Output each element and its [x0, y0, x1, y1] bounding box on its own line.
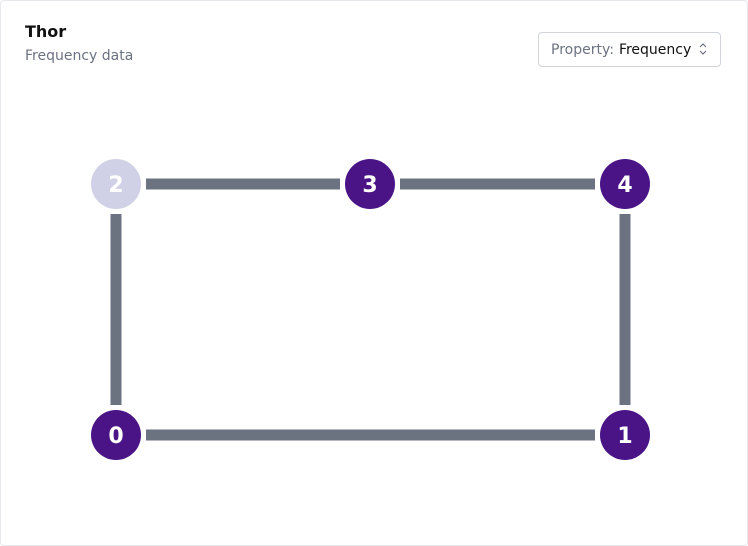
card-subtitle: Frequency data	[25, 48, 134, 64]
node-label: 4	[617, 173, 632, 198]
card-title: Thor	[25, 22, 67, 41]
node-circle	[345, 159, 395, 209]
chevron-up-down-icon	[699, 42, 707, 60]
node-label: 2	[108, 173, 123, 198]
graph-node-1[interactable]: 1	[600, 410, 650, 460]
property-select-value: Frequency	[618, 41, 692, 58]
node-circle	[600, 159, 650, 209]
node-label: 1	[617, 424, 632, 449]
property-select[interactable]: Property: Frequency	[538, 32, 721, 67]
node-label: 3	[362, 173, 377, 198]
graph-node-3[interactable]: 3	[345, 159, 395, 209]
node-circle	[91, 159, 141, 209]
node-label: 0	[108, 424, 123, 449]
graph-node-4[interactable]: 4	[600, 159, 650, 209]
graph-node-0[interactable]: 0	[91, 410, 141, 460]
graph-node-2[interactable]: 2	[91, 159, 141, 209]
node-circle	[91, 410, 141, 460]
property-select-label: Property:	[551, 41, 614, 58]
node-circle	[600, 410, 650, 460]
